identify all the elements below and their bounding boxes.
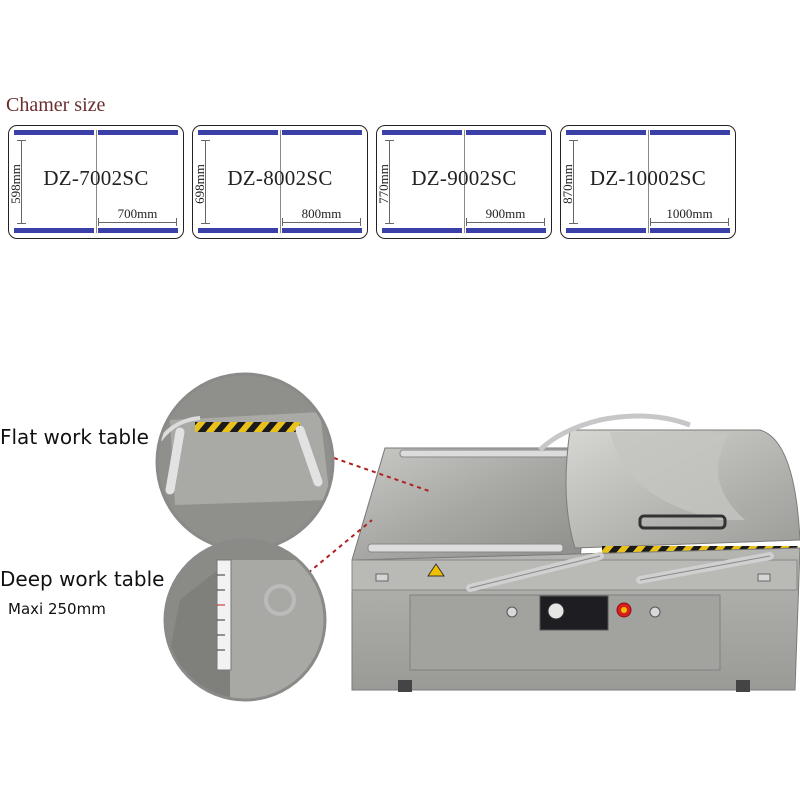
chamber-model: DZ-7002SC: [43, 166, 149, 190]
dimension-tick: [17, 140, 26, 141]
dimension-tick: [201, 223, 210, 224]
dimension-tick: [17, 223, 26, 224]
deep-table-depth-note: Maxi 250mm: [8, 600, 106, 618]
flat-work-table-label: Flat work table: [0, 425, 149, 449]
height-dimension-line: [21, 140, 22, 224]
seal-bar: [566, 130, 646, 135]
seal-bar: [198, 130, 278, 135]
vacuum-gauge-icon: [547, 602, 565, 620]
height-dimension-line: [573, 140, 574, 224]
chamber-diagram-9002: 770mm DZ-9002SC 900mm: [376, 125, 552, 239]
seal-bar: [466, 130, 546, 135]
seal-bar: [382, 228, 462, 233]
dimension-tick: [98, 218, 99, 226]
dimension-tick: [544, 218, 545, 226]
caster-wheel: [736, 680, 750, 692]
deep-table-magnifier: [163, 538, 327, 702]
seal-bar: [198, 228, 278, 233]
seal-bar: [650, 228, 730, 233]
dimension-tick: [201, 140, 210, 141]
work-table: [351, 447, 591, 561]
seal-bar: [566, 228, 646, 233]
dimension-tick: [728, 218, 729, 226]
vacuum-hose: [538, 413, 691, 452]
dimension-tick: [282, 218, 283, 226]
seal-bar: [382, 130, 462, 135]
width-dimension-line: [282, 222, 361, 223]
valve-knob-icon: [506, 606, 518, 618]
measuring-ruler: [216, 559, 232, 671]
seal-bar: [14, 228, 94, 233]
width-dimension-line: [650, 222, 729, 223]
chamber-width: 700mm: [117, 206, 158, 221]
chamber-model: DZ-10002SC: [589, 166, 707, 190]
chamber-diagram-8002: 698mm DZ-8002SC 800mm: [192, 125, 368, 239]
dimension-tick: [176, 218, 177, 226]
swing-arms: [466, 552, 774, 592]
dimension-tick: [569, 223, 578, 224]
chamber-width: 800mm: [301, 206, 342, 221]
chamber-size-title: Chamer size: [6, 94, 106, 116]
seal-bar: [98, 228, 178, 233]
vacuum-lid: [565, 429, 800, 558]
chamber-divider: [464, 130, 465, 233]
seal-bar: [98, 130, 178, 135]
deep-work-table-label: Deep work table: [0, 567, 165, 591]
callout-line-flat: [333, 457, 433, 493]
machine-cabinet: [351, 547, 800, 692]
chamber-model: DZ-9002SC: [411, 166, 517, 190]
seal-bar: [282, 228, 362, 233]
chamber-divider: [280, 130, 281, 233]
width-dimension-line: [98, 222, 177, 223]
chamber-diagram-7002: 598mm DZ-7002SC 700mm: [8, 125, 184, 239]
dimension-tick: [385, 140, 394, 141]
height-dimension-line: [205, 140, 206, 224]
callout-line-deep: [301, 519, 373, 579]
chamber-model: DZ-8002SC: [227, 166, 333, 190]
dimension-tick: [466, 218, 467, 226]
dimension-tick: [360, 218, 361, 226]
lid-handle: [638, 514, 727, 530]
dimension-tick: [385, 223, 394, 224]
valve-knob-icon: [649, 606, 661, 618]
width-dimension-line: [466, 222, 545, 223]
chamber-diagram-10002: 870mm DZ-10002SC 1000mm: [560, 125, 736, 239]
chamber-width: 900mm: [485, 206, 526, 221]
chamber-divider: [648, 130, 649, 233]
chamber-divider: [96, 130, 97, 233]
seal-bar: [14, 130, 94, 135]
height-dimension-line: [389, 140, 390, 224]
chamber-width: 1000mm: [666, 206, 713, 221]
seal-bar: [650, 130, 730, 135]
flat-table-magnifier: [155, 372, 335, 552]
seal-bar: [282, 130, 362, 135]
vacuum-packing-machine-photo: [155, 372, 800, 702]
dimension-tick: [650, 218, 651, 226]
caster-wheel: [398, 680, 412, 692]
warning-triangle-icon: [427, 563, 445, 577]
dimension-tick: [569, 140, 578, 141]
seal-bar: [466, 228, 546, 233]
